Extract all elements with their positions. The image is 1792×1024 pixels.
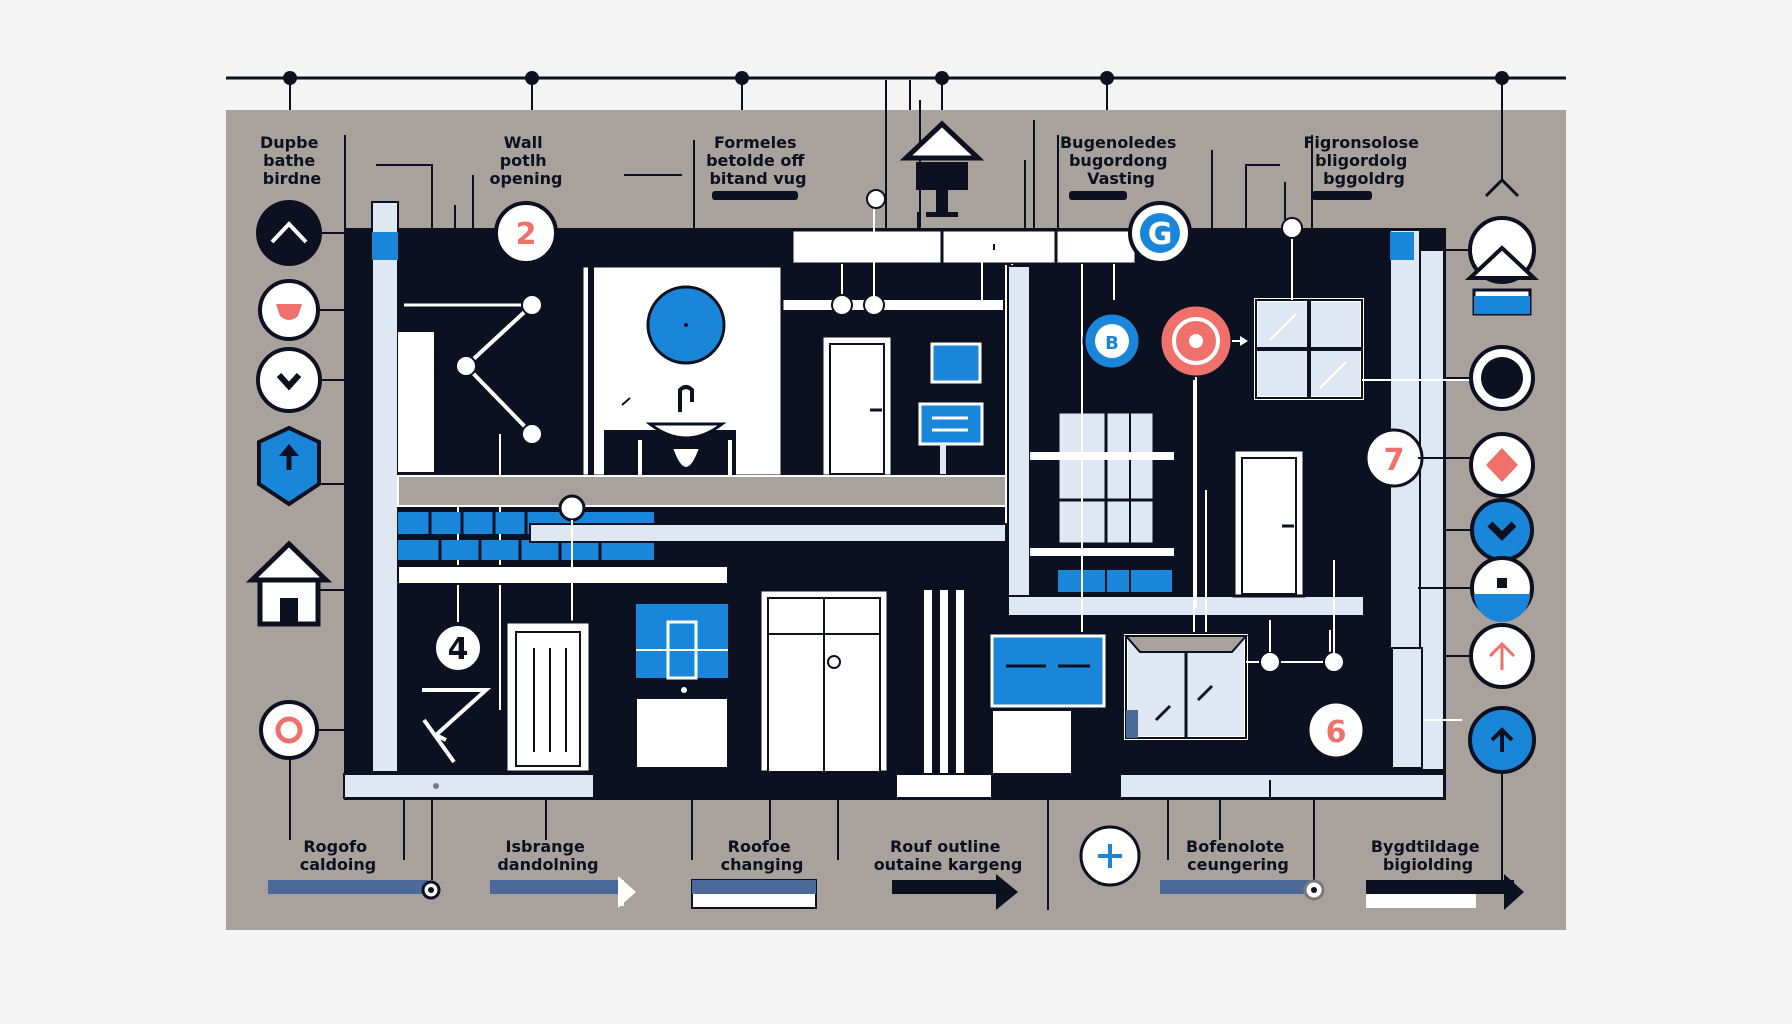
marker-b[interactable]: B [1082,311,1142,371]
chevron-up-icon[interactable] [1484,177,1520,198]
svg-text:G: G [1148,217,1173,252]
marker-g[interactable]: G [1128,201,1192,265]
black-dot-icon[interactable] [1469,345,1535,411]
top-label-bars [712,191,1372,200]
plan-markers: 2 G B 4 7 6 [432,201,1424,760]
svg-text:2: 2 [516,217,537,252]
marker-4[interactable]: 4 [432,622,484,674]
red-dot-icon[interactable] [258,279,320,341]
svg-text:6: 6 [1326,715,1347,750]
chevron-down-icon[interactable] [256,347,322,413]
home-icon[interactable] [1464,216,1540,316]
top-label-1: Wall potlh opening [489,133,562,188]
right-icon-column [1418,78,1540,880]
bar-5 [1366,880,1514,894]
marker-2[interactable]: 2 [494,201,558,265]
marker-6[interactable]: 6 [1306,700,1390,760]
right-room [1030,217,1472,721]
plus-icon[interactable] [1079,825,1141,887]
bottom-label-0: Rogofo caldoing [300,837,377,874]
left-wall [343,201,595,799]
corridor [397,475,1007,700]
bottom-label-2: Roofoe changing [721,837,804,874]
left-room [398,294,543,710]
blue-panels-center [918,342,984,474]
bar-4 [1160,880,1310,894]
svg-text:4: 4 [448,632,469,667]
top-label-0: Dupbe bathe birdne [260,133,324,188]
bottom-label-3: Rouf outline outaine kargeng [874,837,1023,874]
top-label-2: Formeles betolde off bitand vug [706,133,810,188]
bar-0 [268,880,428,894]
bottom-bars [268,874,1524,910]
target-icon[interactable] [259,700,319,760]
bottom-label-5: Bygdtildage bigiolding [1371,837,1485,874]
top-leaders [344,80,1313,230]
bathroom [580,264,784,505]
bottom-label-4: Bofenolote ceungering [1186,837,1290,874]
bottom-leaders [403,780,1315,910]
target-marker[interactable] [1158,303,1248,608]
home-icon[interactable] [245,540,333,627]
bottom-label-1: Isbrange dandolning [497,837,598,874]
center-wall [1007,265,1365,617]
marker-7[interactable]: 7 [1364,428,1424,488]
roof-home-icon [899,120,985,217]
top-labels: Dupbe bathe birdne Wall potlh opening Fo… [260,133,1424,188]
chevron-up-icon[interactable] [256,200,322,266]
lower-rooms [422,560,1423,799]
top-label-3: Bugenoledes bugordong Vasting [1060,133,1182,188]
sink-icon [645,422,727,440]
arrow-up-icon[interactable] [1468,706,1536,774]
bar-3 [892,880,1000,894]
bottom-labels: Rogofo caldoing Isbrange dandolning Roof… [300,837,1485,874]
chevron-down-icon[interactable] [1470,498,1534,562]
arrow-right-icon[interactable] [996,874,1018,910]
stop-icon[interactable] [1470,556,1534,622]
bar-1 [490,880,620,894]
arrow-up-icon[interactable] [1469,623,1535,689]
svg-text:B: B [1105,333,1119,354]
red-diamond-icon[interactable] [1469,432,1535,498]
arrow-right-icon[interactable] [1504,874,1524,910]
top-rail [226,71,1566,110]
svg-text:7: 7 [1384,443,1405,478]
left-icon-column [245,200,372,840]
arrow-up-shield-icon[interactable] [257,425,321,507]
top-label-4: Figronsolose bligordolg bggoldrg [1303,133,1424,188]
